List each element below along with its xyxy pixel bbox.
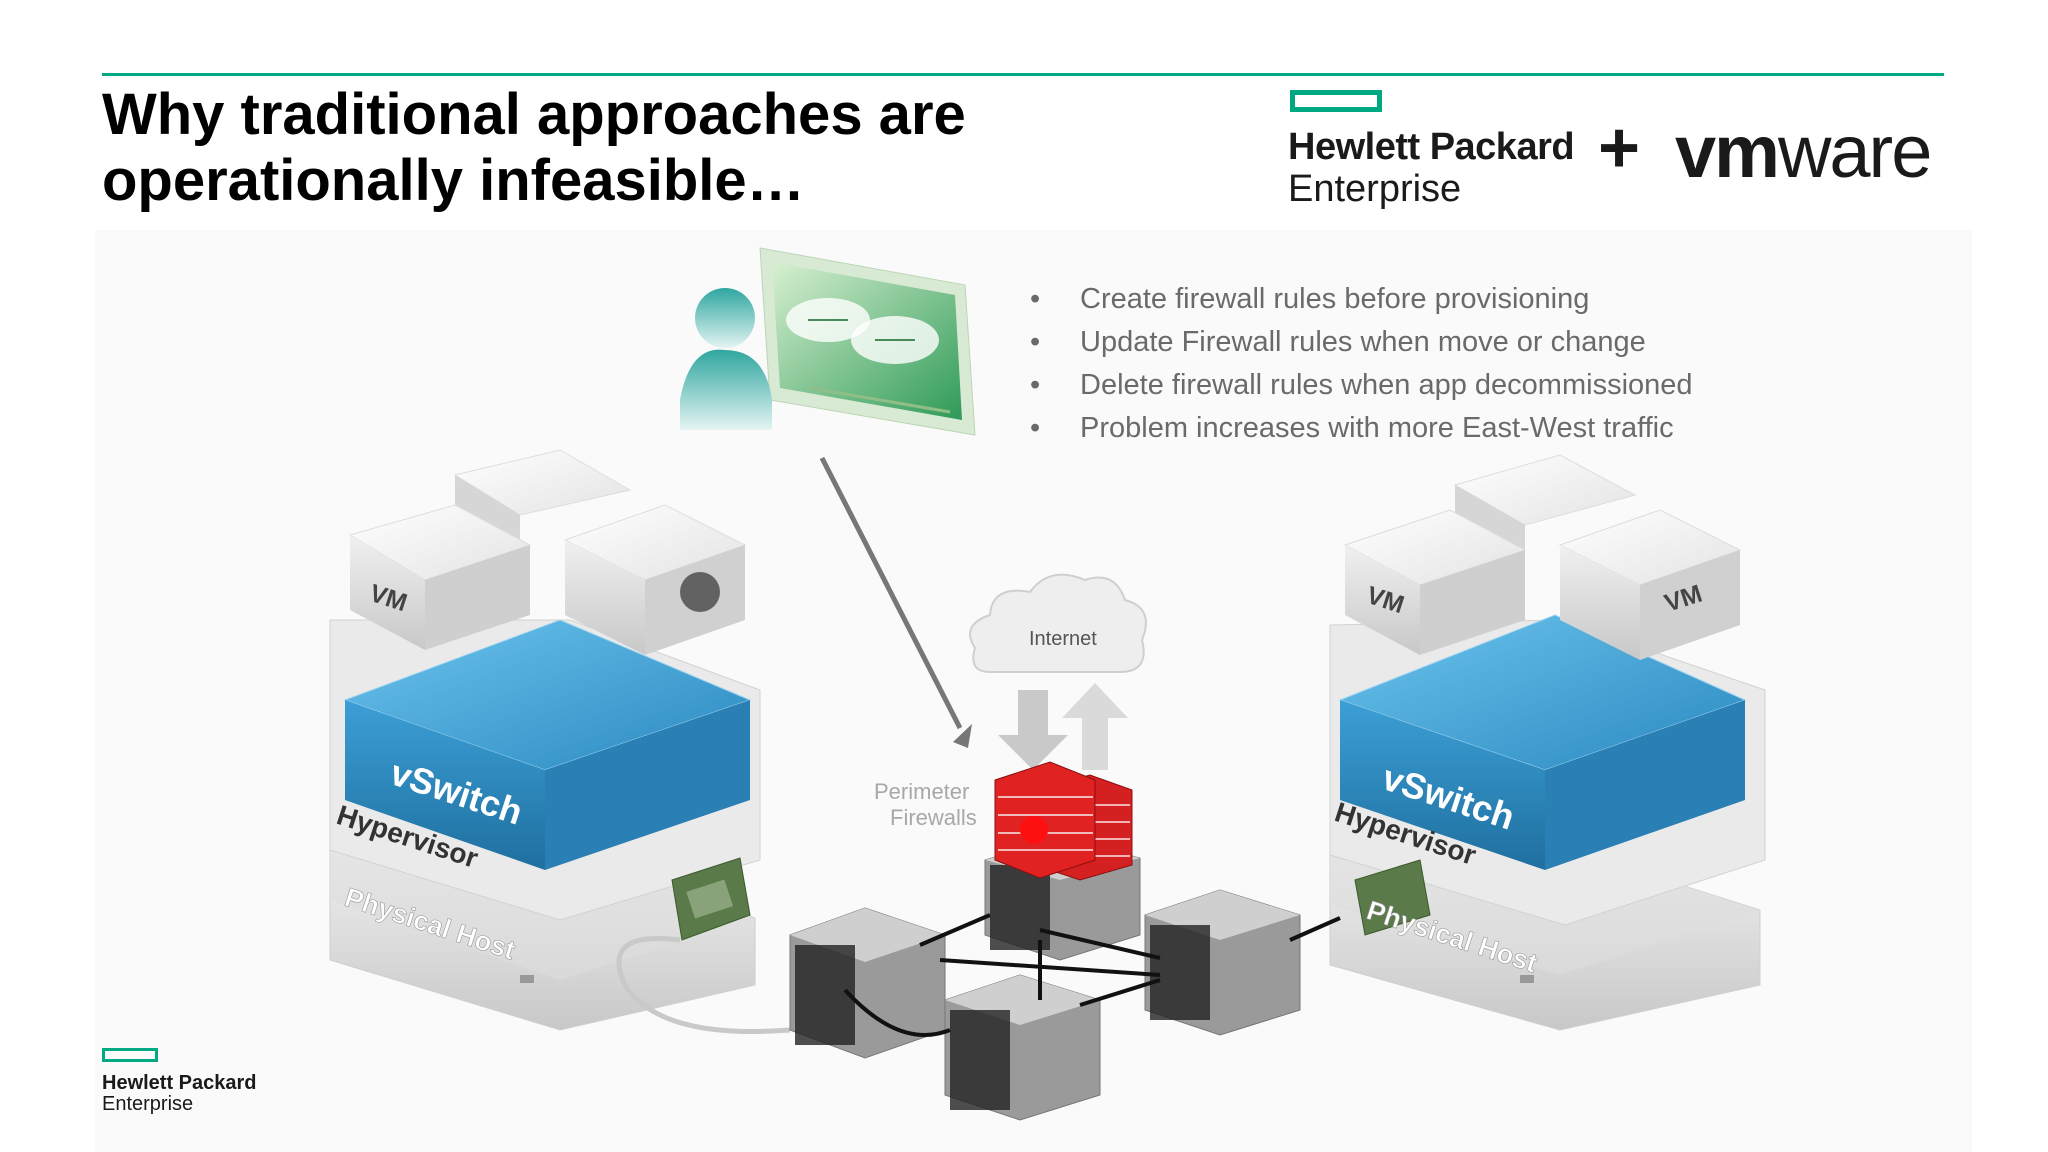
internet-arrows-icon [998,683,1128,770]
firewall-label-2: Firewalls [890,805,977,830]
internet-label: Internet [1029,628,1097,650]
cursor-highlight-icon [1020,816,1048,844]
left-host: VM vSwitch Hypervisor Physical Host [330,450,790,1032]
footer-logo-bar-icon [102,1048,158,1062]
firewall-label-1: Perimeter [874,779,969,804]
footer-logo-line-2: Enterprise [102,1093,193,1116]
cursor-dot-icon [680,572,720,612]
admin-console-icon [680,248,975,435]
switch-stack-icon [945,975,1100,1120]
footer-logo-line-1: Hewlett Packard [102,1072,257,1095]
console-arrow-icon [822,458,972,748]
right-host: VM VM vSwitch Hypervisor Physical Host [1330,455,1765,1030]
internet-cloud-icon: Internet [970,575,1146,672]
switch-stack-icon [1145,890,1300,1035]
firewall-icon [995,762,1095,878]
footer-hpe-logo: Hewlett Packard Enterprise [102,1048,302,1118]
